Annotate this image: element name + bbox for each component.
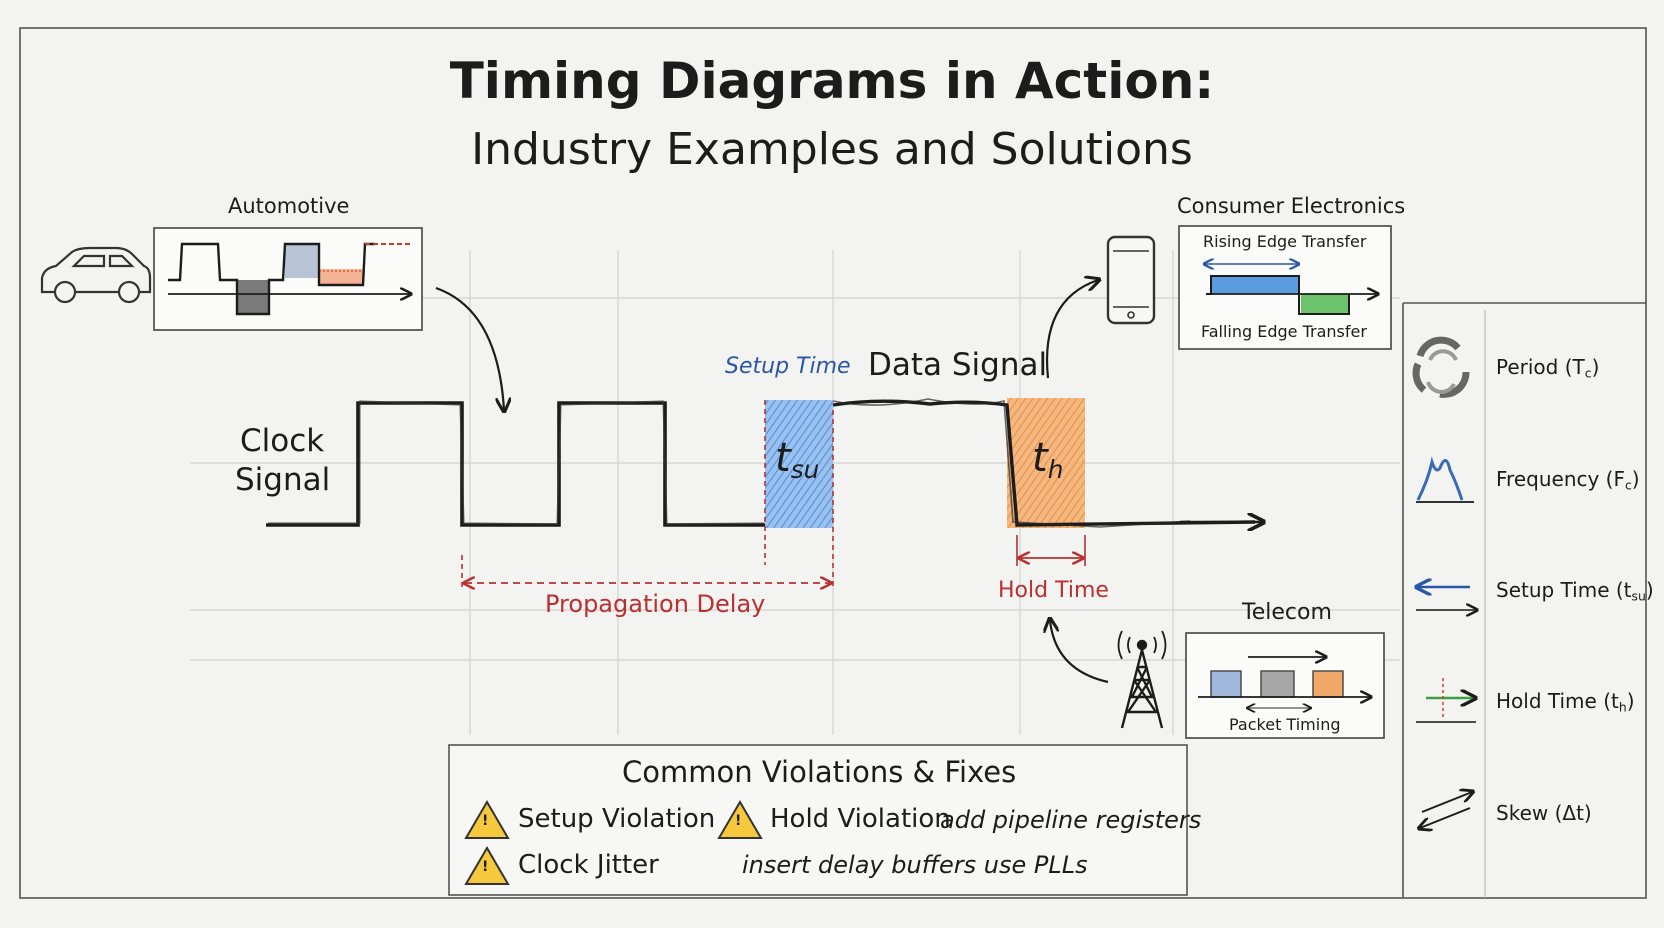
legend-frequency-close: ) <box>1631 467 1640 491</box>
warning-glyph: ! <box>482 859 489 875</box>
violations-box <box>448 744 1188 896</box>
hold-time-region <box>1007 398 1085 528</box>
legend-frequency-sub: c <box>1624 477 1632 493</box>
legend-skew-label: Skew (Δt) <box>1496 801 1592 825</box>
page-frame <box>19 27 1647 899</box>
violations-title: Common Violations & Fixes <box>622 755 1017 789</box>
legend-period: Period (Tc) <box>1496 357 1599 380</box>
consumer-link-arrow <box>1046 280 1098 379</box>
legend-hold-time: Hold Time (th) <box>1496 691 1635 714</box>
t-h-symbol: th <box>1032 438 1063 483</box>
hold-violation-text: Hold Violation <box>770 804 951 834</box>
consumer-electronics-label: Consumer Electronics <box>1177 194 1406 218</box>
data-signal-label: Data Signal <box>868 347 1048 383</box>
legend-setup-sub: su <box>1631 588 1646 604</box>
warning-icon <box>717 800 763 839</box>
rising-edge-label: Rising Edge Transfer <box>1203 232 1367 251</box>
warning-glyph: ! <box>482 813 489 829</box>
automotive-label: Automotive <box>228 194 350 218</box>
automotive-link-arrow <box>435 286 504 410</box>
legend-hold-label: Hold Time (t <box>1496 689 1619 713</box>
car-icon <box>40 246 152 304</box>
telecom-link-arrow <box>1050 620 1109 684</box>
hold-arrow-icon <box>1416 678 1476 723</box>
warning-glyph: ! <box>735 813 742 829</box>
data-signal-waveform <box>832 399 1256 527</box>
clock-jitter-text: Clock Jitter <box>518 850 659 880</box>
clock-signal-waveform <box>266 401 765 527</box>
automotive-panel <box>153 227 423 331</box>
packet-timing-label: Packet Timing <box>1229 715 1341 734</box>
smartphone-icon <box>1106 235 1156 325</box>
page-title: Timing Diagrams in Action: <box>449 52 1215 110</box>
legend-hold-sub: h <box>1618 699 1627 715</box>
legend-sidebar <box>1402 302 1646 898</box>
t-h-subscript: h <box>1047 454 1064 484</box>
setup-time-region <box>765 400 833 528</box>
legend-setup-close: ) <box>1645 578 1654 602</box>
clock-signal-label-line1: Clock <box>240 423 325 459</box>
legend-skew: Skew (Δt) <box>1496 803 1592 823</box>
propagation-delay-label: Propagation Delay <box>545 590 766 618</box>
cell-tower-icon <box>1117 630 1167 729</box>
legend-frequency-label: Frequency (F <box>1496 467 1625 491</box>
warning-icon <box>464 800 510 839</box>
legend-period-sub: c <box>1584 365 1592 381</box>
telecom-label: Telecom <box>1242 600 1332 625</box>
cycle-icon <box>1412 336 1470 398</box>
hold-violation-fix: add pipeline registers <box>940 806 1202 834</box>
legend-period-label: Period (T <box>1496 355 1585 379</box>
page-subtitle: Industry Examples and Solutions <box>471 124 1193 175</box>
t-su-symbol: tsu <box>775 438 819 483</box>
legend-setup-time: Setup Time (tsu) <box>1496 580 1654 603</box>
t-su-subscript: su <box>790 454 820 484</box>
setup-time-label: Setup Time <box>725 354 851 379</box>
legend-hold-close: ) <box>1626 689 1635 713</box>
legend-frequency: Frequency (Fc) <box>1496 469 1640 492</box>
setup-violation-text: Setup Violation <box>518 804 716 834</box>
hold-time-label: Hold Time <box>998 578 1109 603</box>
skew-arrows-icon <box>1420 792 1472 828</box>
consumer-electronics-panel <box>1178 225 1392 350</box>
falling-edge-label: Falling Edge Transfer <box>1201 322 1367 341</box>
clock-jitter-fix: insert delay buffers use PLLs <box>742 851 1088 879</box>
t-su-main: t <box>775 435 791 481</box>
clock-signal-label-line2: Signal <box>235 462 331 498</box>
frequency-wave-icon <box>1416 456 1474 503</box>
legend-period-close: ) <box>1591 355 1600 379</box>
legend-setup-label: Setup Time (t <box>1496 578 1632 602</box>
t-h-main: t <box>1032 435 1048 481</box>
warning-icon <box>464 846 510 885</box>
setup-arrow-icon <box>1416 587 1476 610</box>
telecom-panel <box>1185 632 1385 739</box>
